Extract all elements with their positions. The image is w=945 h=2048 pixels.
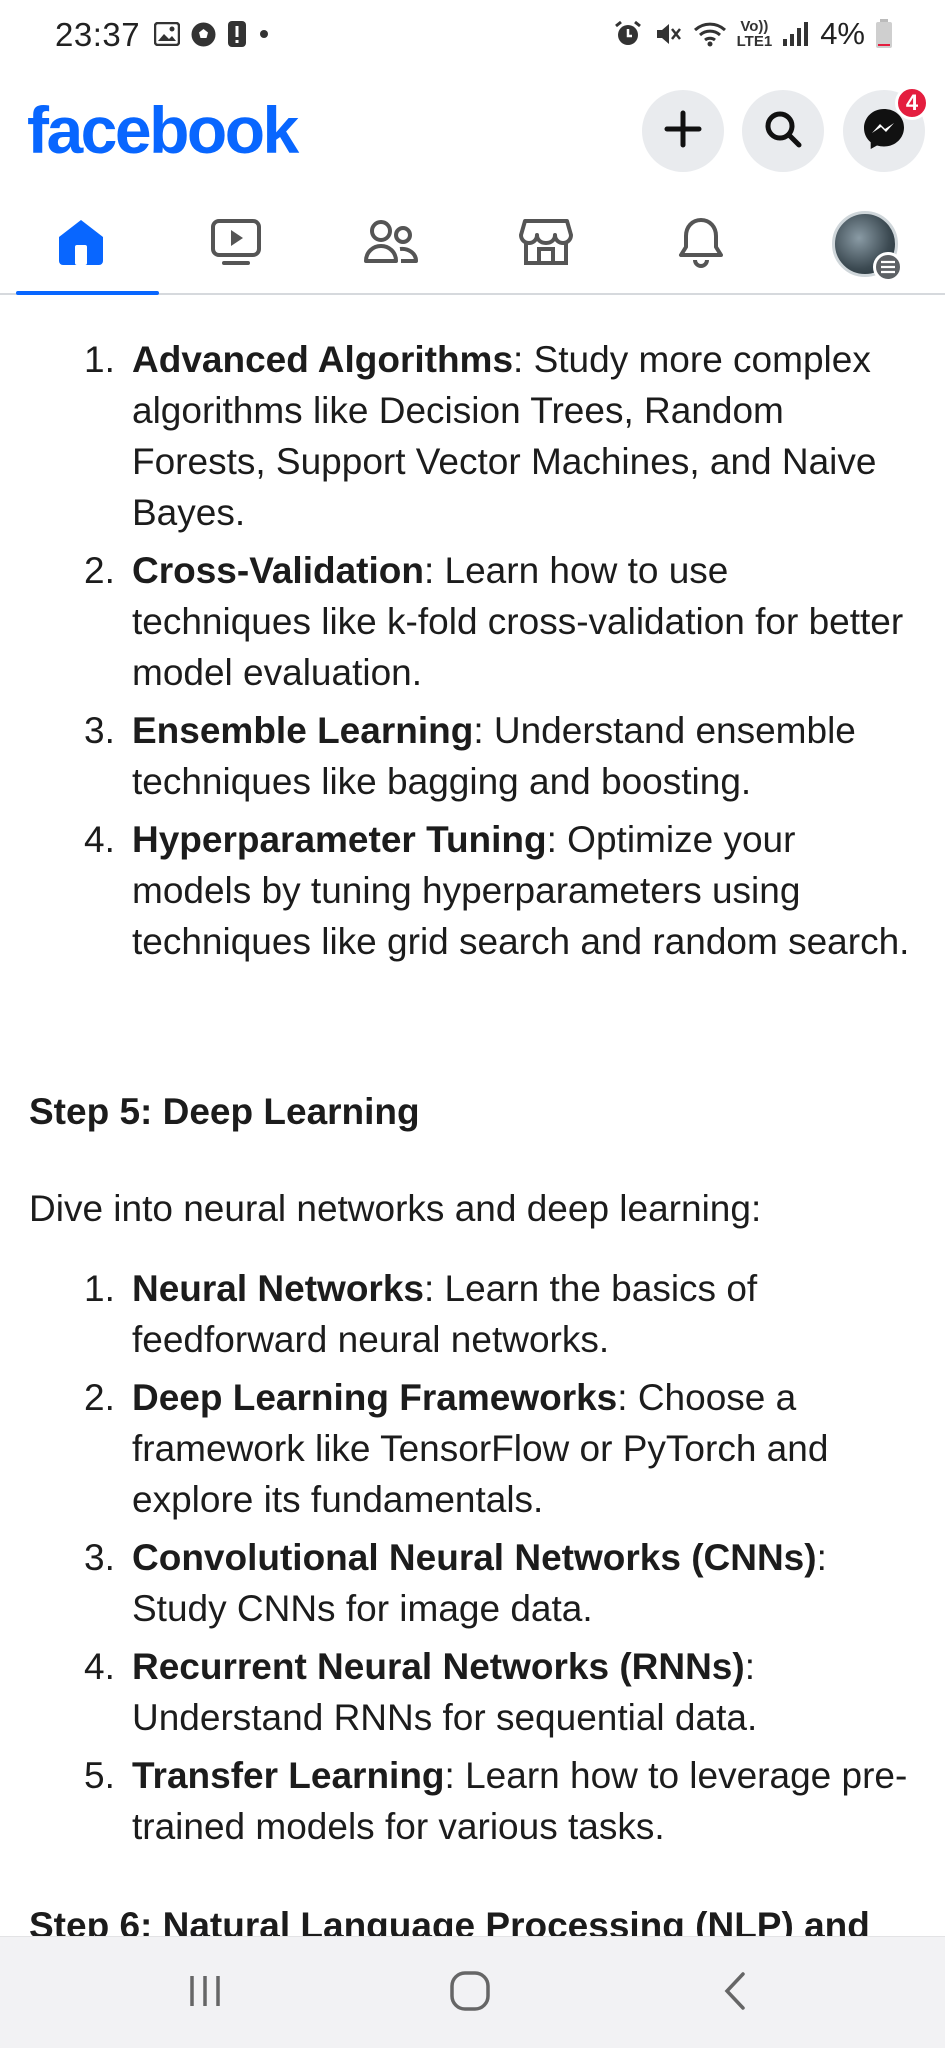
battery-icon [875, 19, 893, 49]
messenger-badge: 4 [895, 86, 929, 120]
gallery-icon [153, 21, 181, 51]
main-nav [0, 195, 945, 295]
create-button[interactable] [642, 90, 724, 172]
list-item: 5.Transfer Learning: Learn how to levera… [84, 1755, 908, 1847]
step5-intro: Dive into neural networks and deep learn… [29, 1188, 762, 1229]
list-item: 4.Hyperparameter Tuning: Optimize your m… [84, 819, 910, 962]
messenger-icon [861, 106, 907, 157]
wifi-icon [693, 20, 727, 48]
tab-profile-menu[interactable] [792, 195, 937, 293]
alert-icon [227, 20, 247, 53]
list-item: 1.Advanced Algorithms: Study more comple… [84, 339, 877, 533]
list-algorithms: 1.Advanced Algorithms: Study more comple… [0, 334, 945, 974]
facebook-logo[interactable]: facebook [27, 93, 299, 167]
lte-label: Vo)) LTE1 [736, 18, 773, 50]
post-content: 1.Advanced Algorithms: Study more comple… [0, 296, 945, 1936]
tab-home[interactable] [8, 195, 159, 295]
mute-icon [653, 19, 683, 49]
bell-icon [676, 216, 726, 273]
tab-notifications[interactable] [628, 195, 773, 293]
soccer-ball-icon [190, 21, 217, 53]
tab-friends[interactable] [318, 195, 463, 293]
list-item: 2.Deep Learning Frameworks: Choose a fra… [84, 1377, 829, 1520]
search-button[interactable] [742, 90, 824, 172]
step6-heading: Step 6: Natural Language Processing (NLP… [29, 1905, 870, 1936]
avatar [831, 211, 903, 282]
app-header: facebook 4 [0, 80, 945, 180]
list-item: 3.Ensemble Learning: Understand ensemble… [84, 710, 856, 802]
step5-heading: Step 5: Deep Learning [29, 1091, 420, 1132]
recent-apps-button[interactable] [175, 1965, 235, 2021]
back-button[interactable] [705, 1965, 765, 2021]
home-icon [55, 217, 107, 272]
menu-icon [872, 252, 903, 282]
system-nav-bar [0, 1936, 945, 2048]
list-item: 4.Recurrent Neural Networks (RNNs): Unde… [84, 1646, 758, 1738]
home-button-icon [449, 1970, 491, 2017]
tab-video[interactable] [163, 195, 308, 293]
search-icon [762, 108, 804, 155]
list-item: 2.Cross-Validation: Learn how to use tec… [84, 550, 904, 693]
status-time: 23:37 [55, 16, 141, 53]
status-left-icons [153, 20, 271, 53]
marketplace-icon [518, 217, 573, 272]
dot-icon [257, 27, 271, 46]
status-bar: 23:37 Vo)) LTE1 4% [0, 0, 945, 72]
battery-percent: 4% [820, 16, 865, 51]
active-tab-indicator [16, 291, 159, 295]
home-system-button[interactable] [440, 1965, 500, 2021]
list-item: 1.Neural Networks: Learn the basics of f… [84, 1268, 758, 1360]
recent-apps-icon [187, 1974, 223, 2013]
list-item: 3.Convolutional Neural Networks (CNNs): … [84, 1537, 827, 1629]
alarm-icon [613, 19, 643, 49]
friends-icon [363, 219, 419, 270]
signal-icon [782, 21, 810, 47]
messenger-button[interactable]: 4 [843, 86, 929, 172]
plus-icon [663, 109, 703, 154]
tab-marketplace[interactable] [473, 195, 618, 293]
back-icon [722, 1971, 748, 2016]
status-right: Vo)) LTE1 4% [613, 16, 893, 52]
video-icon [210, 218, 262, 271]
list-deep-learning: 1.Neural Networks: Learn the basics of f… [0, 1263, 945, 1859]
